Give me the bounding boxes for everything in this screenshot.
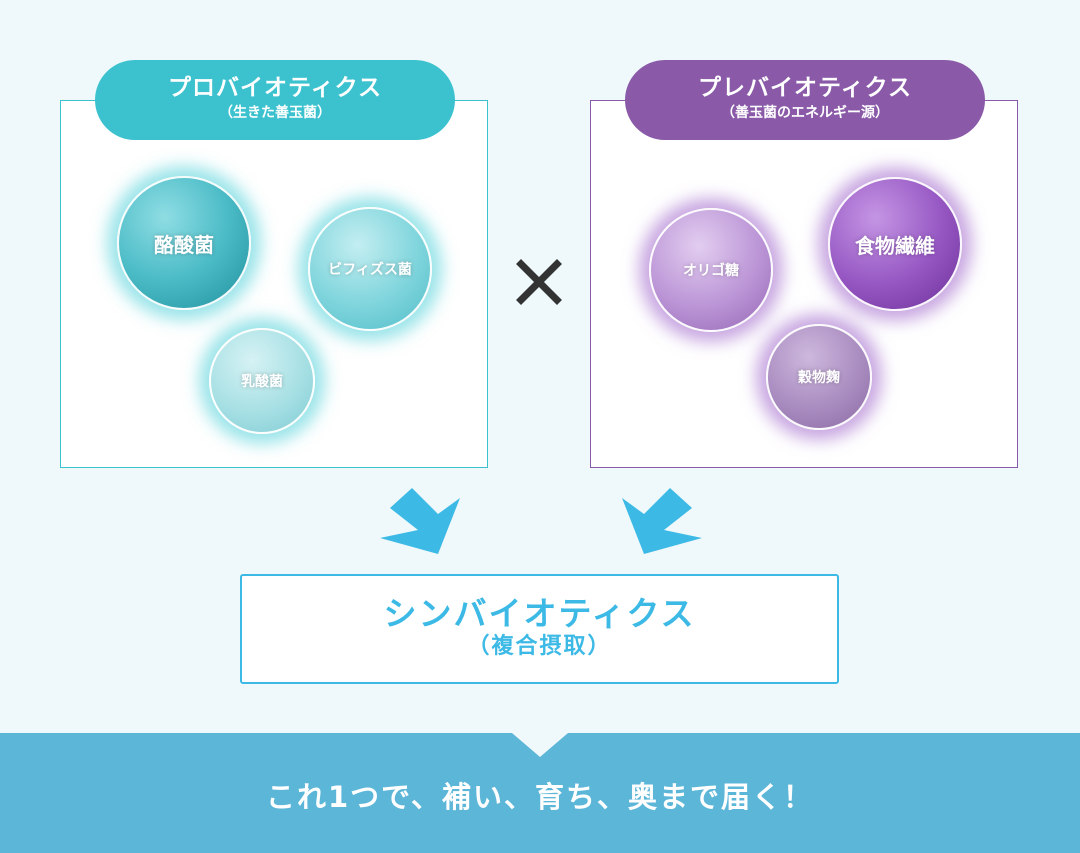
bubble-label: 酪酸菌 xyxy=(154,229,214,258)
bubble-grain-koji: 穀物麹 xyxy=(766,324,872,430)
prebiotics-title: プレバイオティクス xyxy=(625,74,985,102)
bubble-butyric-acid-bacteria: 酪酸菌 xyxy=(117,176,251,310)
bubble-oligosaccharide: オリゴ糖 xyxy=(649,208,773,332)
tagline-banner: これ1つで、補い、育ち、奥まで届く！ xyxy=(0,733,1080,853)
prebiotics-header: プレバイオティクス （善玉菌のエネルギー源） xyxy=(625,60,985,140)
bubble-dietary-fiber: 食物繊維 xyxy=(828,177,962,311)
bubble-label: 穀物麹 xyxy=(798,367,840,387)
synbiotics-subtitle: （複合摂取） xyxy=(242,634,837,660)
bubble-label: 食物繊維 xyxy=(855,230,935,259)
prebiotics-subtitle: （善玉菌のエネルギー源） xyxy=(625,102,985,124)
probiotics-header: プロバイオティクス （生きた善玉菌） xyxy=(95,60,455,140)
bubble-label: ビフィズス菌 xyxy=(328,259,412,279)
probiotics-subtitle: （生きた善玉菌） xyxy=(95,102,455,124)
banner-notch xyxy=(512,733,568,757)
tagline-text: これ1つで、補い、育ち、奥まで届く！ xyxy=(0,779,1080,815)
probiotics-title: プロバイオティクス xyxy=(95,74,455,102)
bubble-lactic-acid-bacteria: 乳酸菌 xyxy=(209,328,315,434)
bubble-bifidobacteria: ビフィズス菌 xyxy=(308,207,432,331)
bubble-label: オリゴ糖 xyxy=(683,260,739,280)
synbiotics-box: シンバイオティクス （複合摂取） xyxy=(240,574,839,684)
bubble-label: 乳酸菌 xyxy=(241,371,283,391)
arrow-down-right-icon xyxy=(378,486,464,558)
arrow-down-left-icon xyxy=(618,486,704,558)
multiply-icon xyxy=(515,258,563,306)
synbiotics-title: シンバイオティクス xyxy=(242,594,837,634)
